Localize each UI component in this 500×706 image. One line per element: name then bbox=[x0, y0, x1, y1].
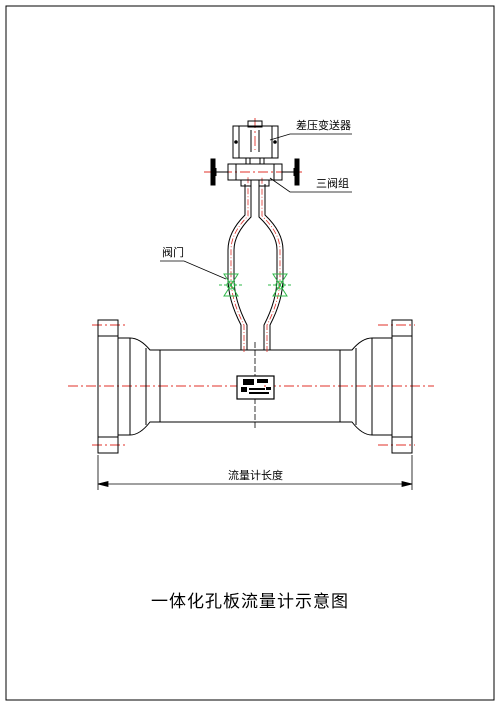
length-dimension bbox=[97, 455, 413, 490]
dp-transmitter bbox=[232, 120, 279, 165]
impulse-line-axes bbox=[230, 176, 281, 352]
nameplate bbox=[236, 375, 275, 400]
label-length: 流量计长度 bbox=[228, 469, 283, 482]
pipe-body bbox=[97, 319, 413, 454]
impulse-lines bbox=[227, 184, 284, 350]
drawing-title: 一体化孔板流量计示意图 bbox=[151, 592, 349, 612]
valve-right bbox=[268, 273, 292, 297]
valve-left bbox=[219, 273, 243, 297]
drawing-border bbox=[5, 5, 495, 701]
label-dp-transmitter: 差压变送器 bbox=[296, 119, 351, 132]
leader-lines bbox=[160, 133, 352, 280]
label-three-valve-manifold: 三阀组 bbox=[316, 177, 349, 190]
label-valve: 阀门 bbox=[162, 246, 184, 259]
